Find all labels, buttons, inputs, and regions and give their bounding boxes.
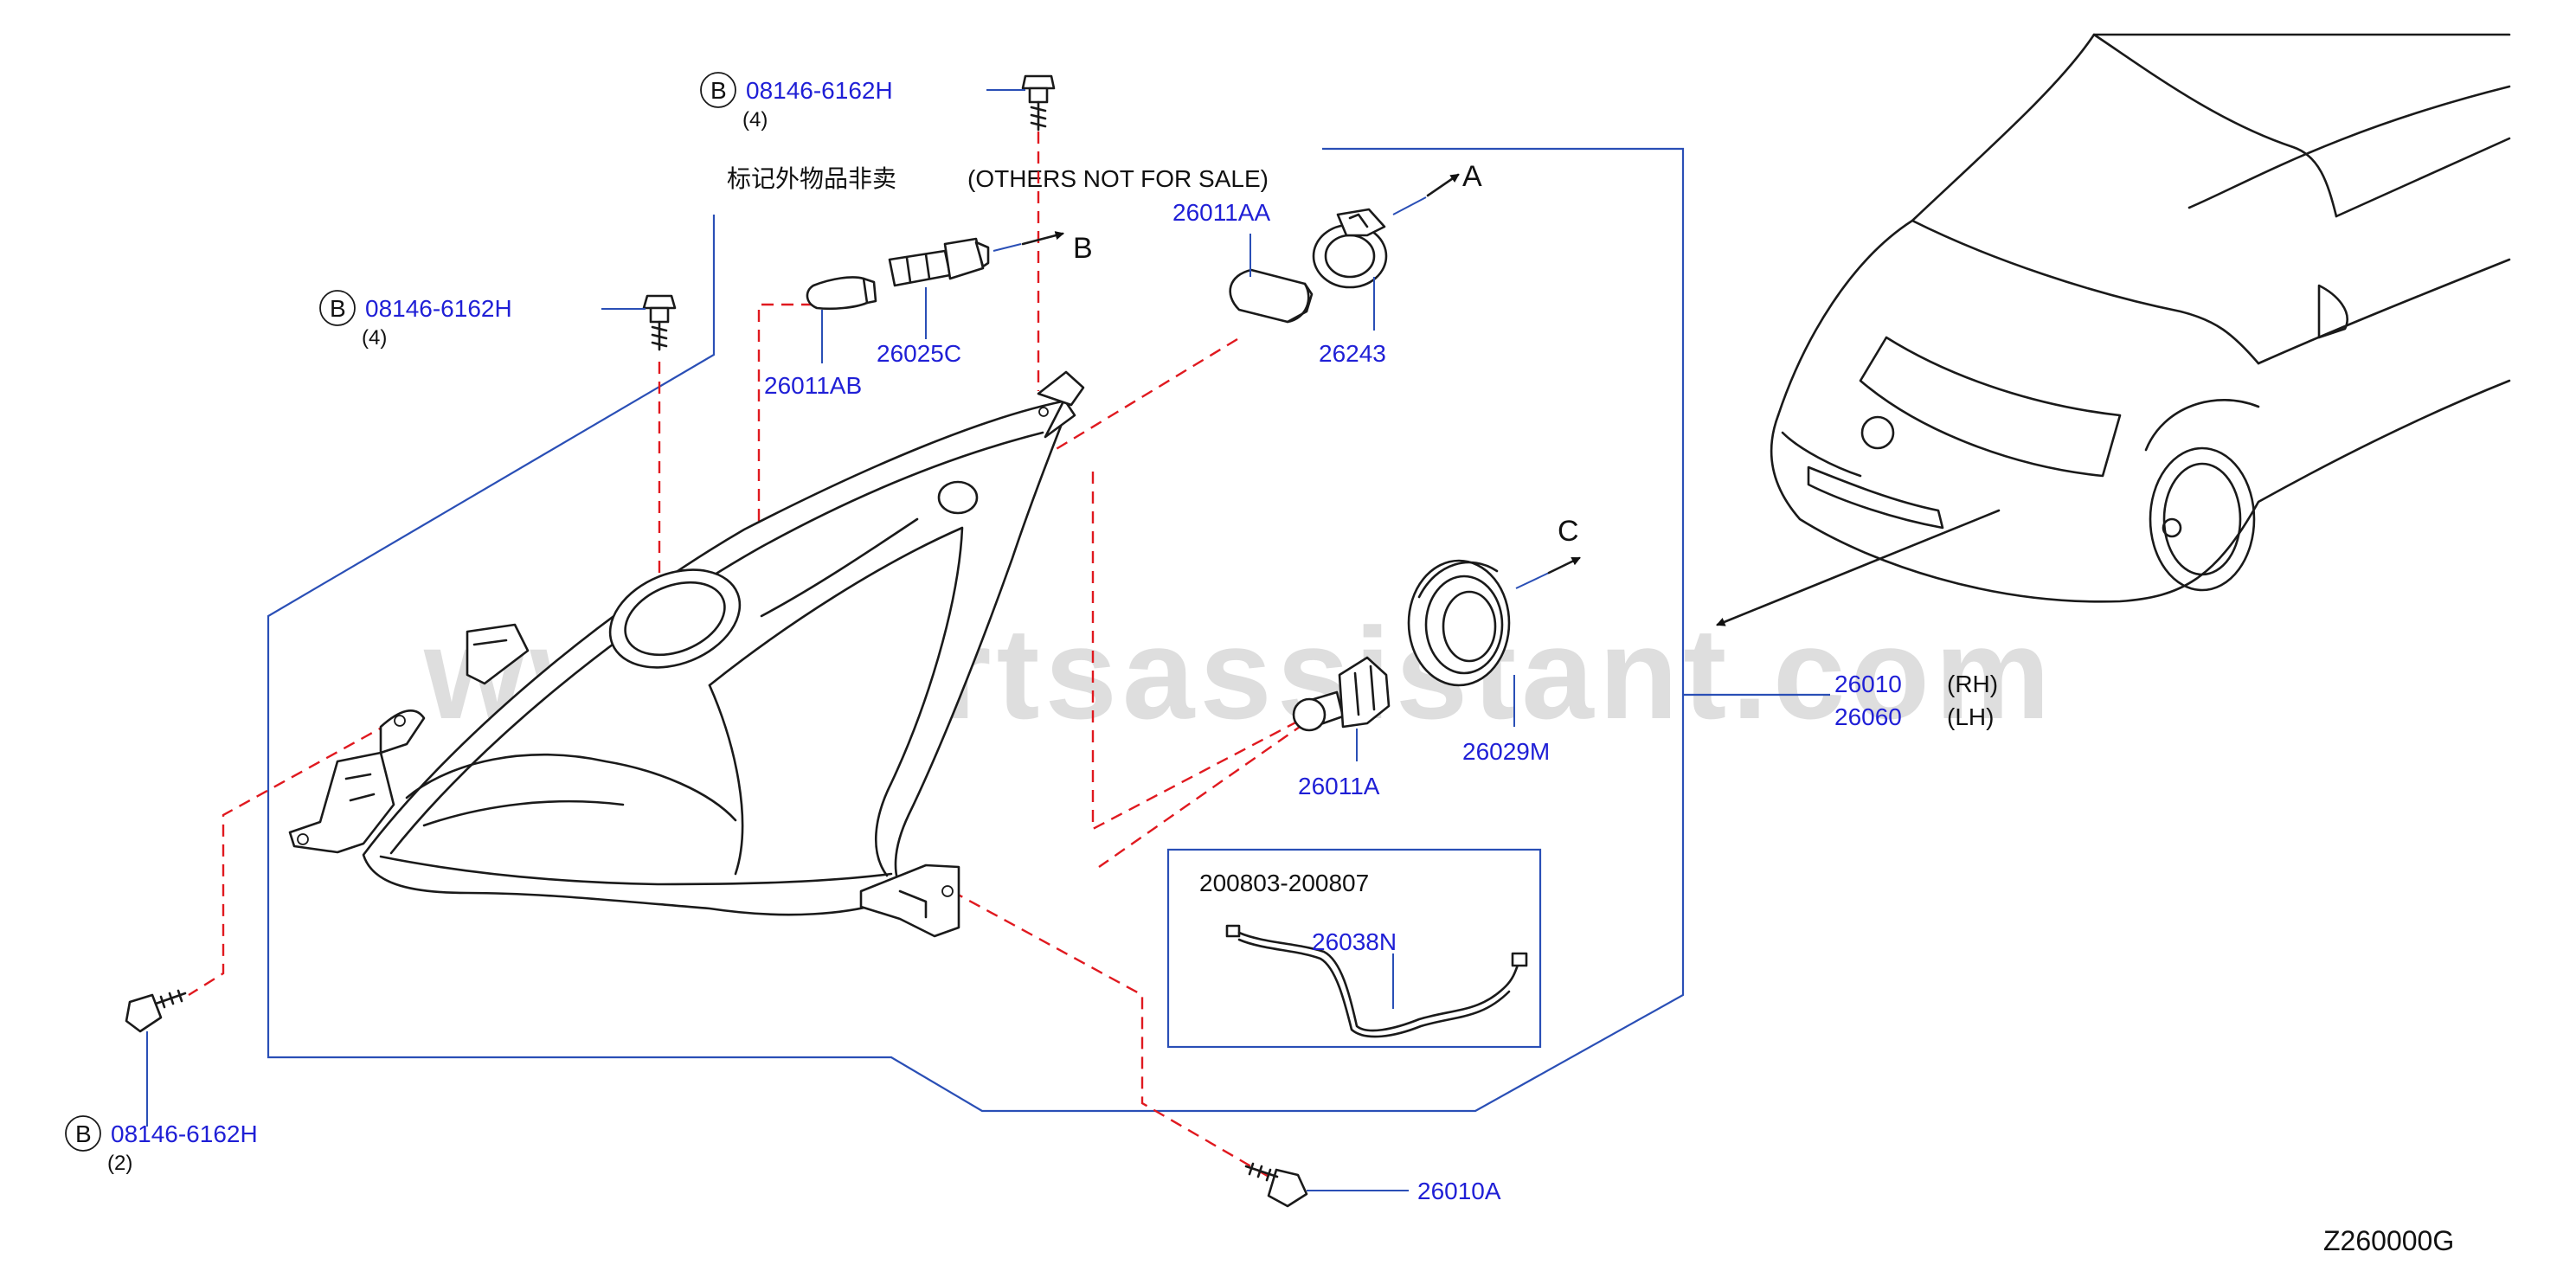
- arrow-a-line: [1426, 173, 1460, 197]
- bolt-top: [1021, 74, 1056, 132]
- headlamp-housing: [288, 370, 1085, 938]
- arrow-c-line: [1547, 556, 1581, 575]
- bolt-upper-left: [642, 294, 677, 351]
- screw: [1244, 1162, 1308, 1208]
- cap: [1407, 559, 1511, 687]
- bolt-lower-left-qty: (2): [107, 1152, 132, 1175]
- notice-en: (OTHERS NOT FOR SALE): [967, 165, 1269, 192]
- cap-leader-c: [1515, 572, 1550, 589]
- vehicle-sketch: [1770, 33, 2511, 603]
- bolt-upper-left-badge-circle: [319, 290, 356, 326]
- bolt-top-qty: (4): [742, 108, 768, 132]
- harness-part-no[interactable]: 26038N: [1312, 928, 1397, 955]
- bolt-upper-left-qty: (4): [362, 326, 387, 350]
- bulb-main-label[interactable]: 26011A: [1298, 773, 1380, 799]
- bolt-lower-left: [125, 989, 187, 1033]
- bolt-top-badge: B: [710, 77, 727, 104]
- screw-label[interactable]: 26010A: [1417, 1178, 1501, 1204]
- bolt-lower-left-badge-circle: [65, 1115, 101, 1152]
- bolt-upper-left-badge: B: [330, 295, 346, 322]
- bulb-main: [1292, 656, 1391, 732]
- bulb-small-label[interactable]: 26011AB: [764, 372, 862, 399]
- arrow-b-label: B: [1073, 232, 1093, 265]
- bolt-lower-left-badge: B: [75, 1120, 92, 1147]
- notice-cn: 标记外物品非卖: [727, 165, 896, 192]
- bolt-lower-left-part-no[interactable]: 08146-6162H: [111, 1120, 258, 1147]
- socket-turn-label[interactable]: 26243: [1319, 340, 1386, 367]
- socket-turn-leader-a: [1392, 196, 1427, 215]
- harness-date-range: 200803-200807: [1199, 870, 1369, 896]
- arrow-b-line: [1021, 231, 1065, 246]
- bolt-top-badge-circle: [700, 72, 736, 108]
- bulb-turn: [1229, 268, 1314, 324]
- lamp-lh-part-no[interactable]: 26060: [1834, 703, 1902, 730]
- arrow-a-label: A: [1462, 160, 1482, 193]
- bulb-turn-label[interactable]: 26011AA: [1172, 199, 1270, 226]
- vehicle-location-arrow: [1716, 509, 2001, 626]
- bolt-upper-left-part-no[interactable]: 08146-6162H: [365, 295, 512, 322]
- socket-small-leader-b: [992, 243, 1022, 252]
- harness-inset-box: [1166, 848, 1542, 1049]
- diagram-ref-code: Z260000G: [2323, 1225, 2454, 1256]
- assembly-lines: [188, 132, 1338, 1183]
- lamp-lh-side: (LH): [1947, 703, 1994, 730]
- bolt-top-part-no[interactable]: 08146-6162H: [746, 77, 893, 104]
- socket-small: [888, 237, 990, 287]
- harness-wire: [1225, 924, 1528, 1038]
- lamp-rh-part-no[interactable]: 26010: [1834, 671, 1902, 697]
- socket-small-label[interactable]: 26025C: [877, 340, 961, 367]
- assembly-boundary: [267, 147, 1685, 1113]
- socket-turn: [1312, 208, 1388, 289]
- lamp-rh-side: (RH): [1947, 671, 1998, 697]
- bulb-small: [806, 276, 877, 311]
- cap-label[interactable]: 26029M: [1462, 738, 1550, 765]
- arrow-c-label: C: [1558, 515, 1579, 548]
